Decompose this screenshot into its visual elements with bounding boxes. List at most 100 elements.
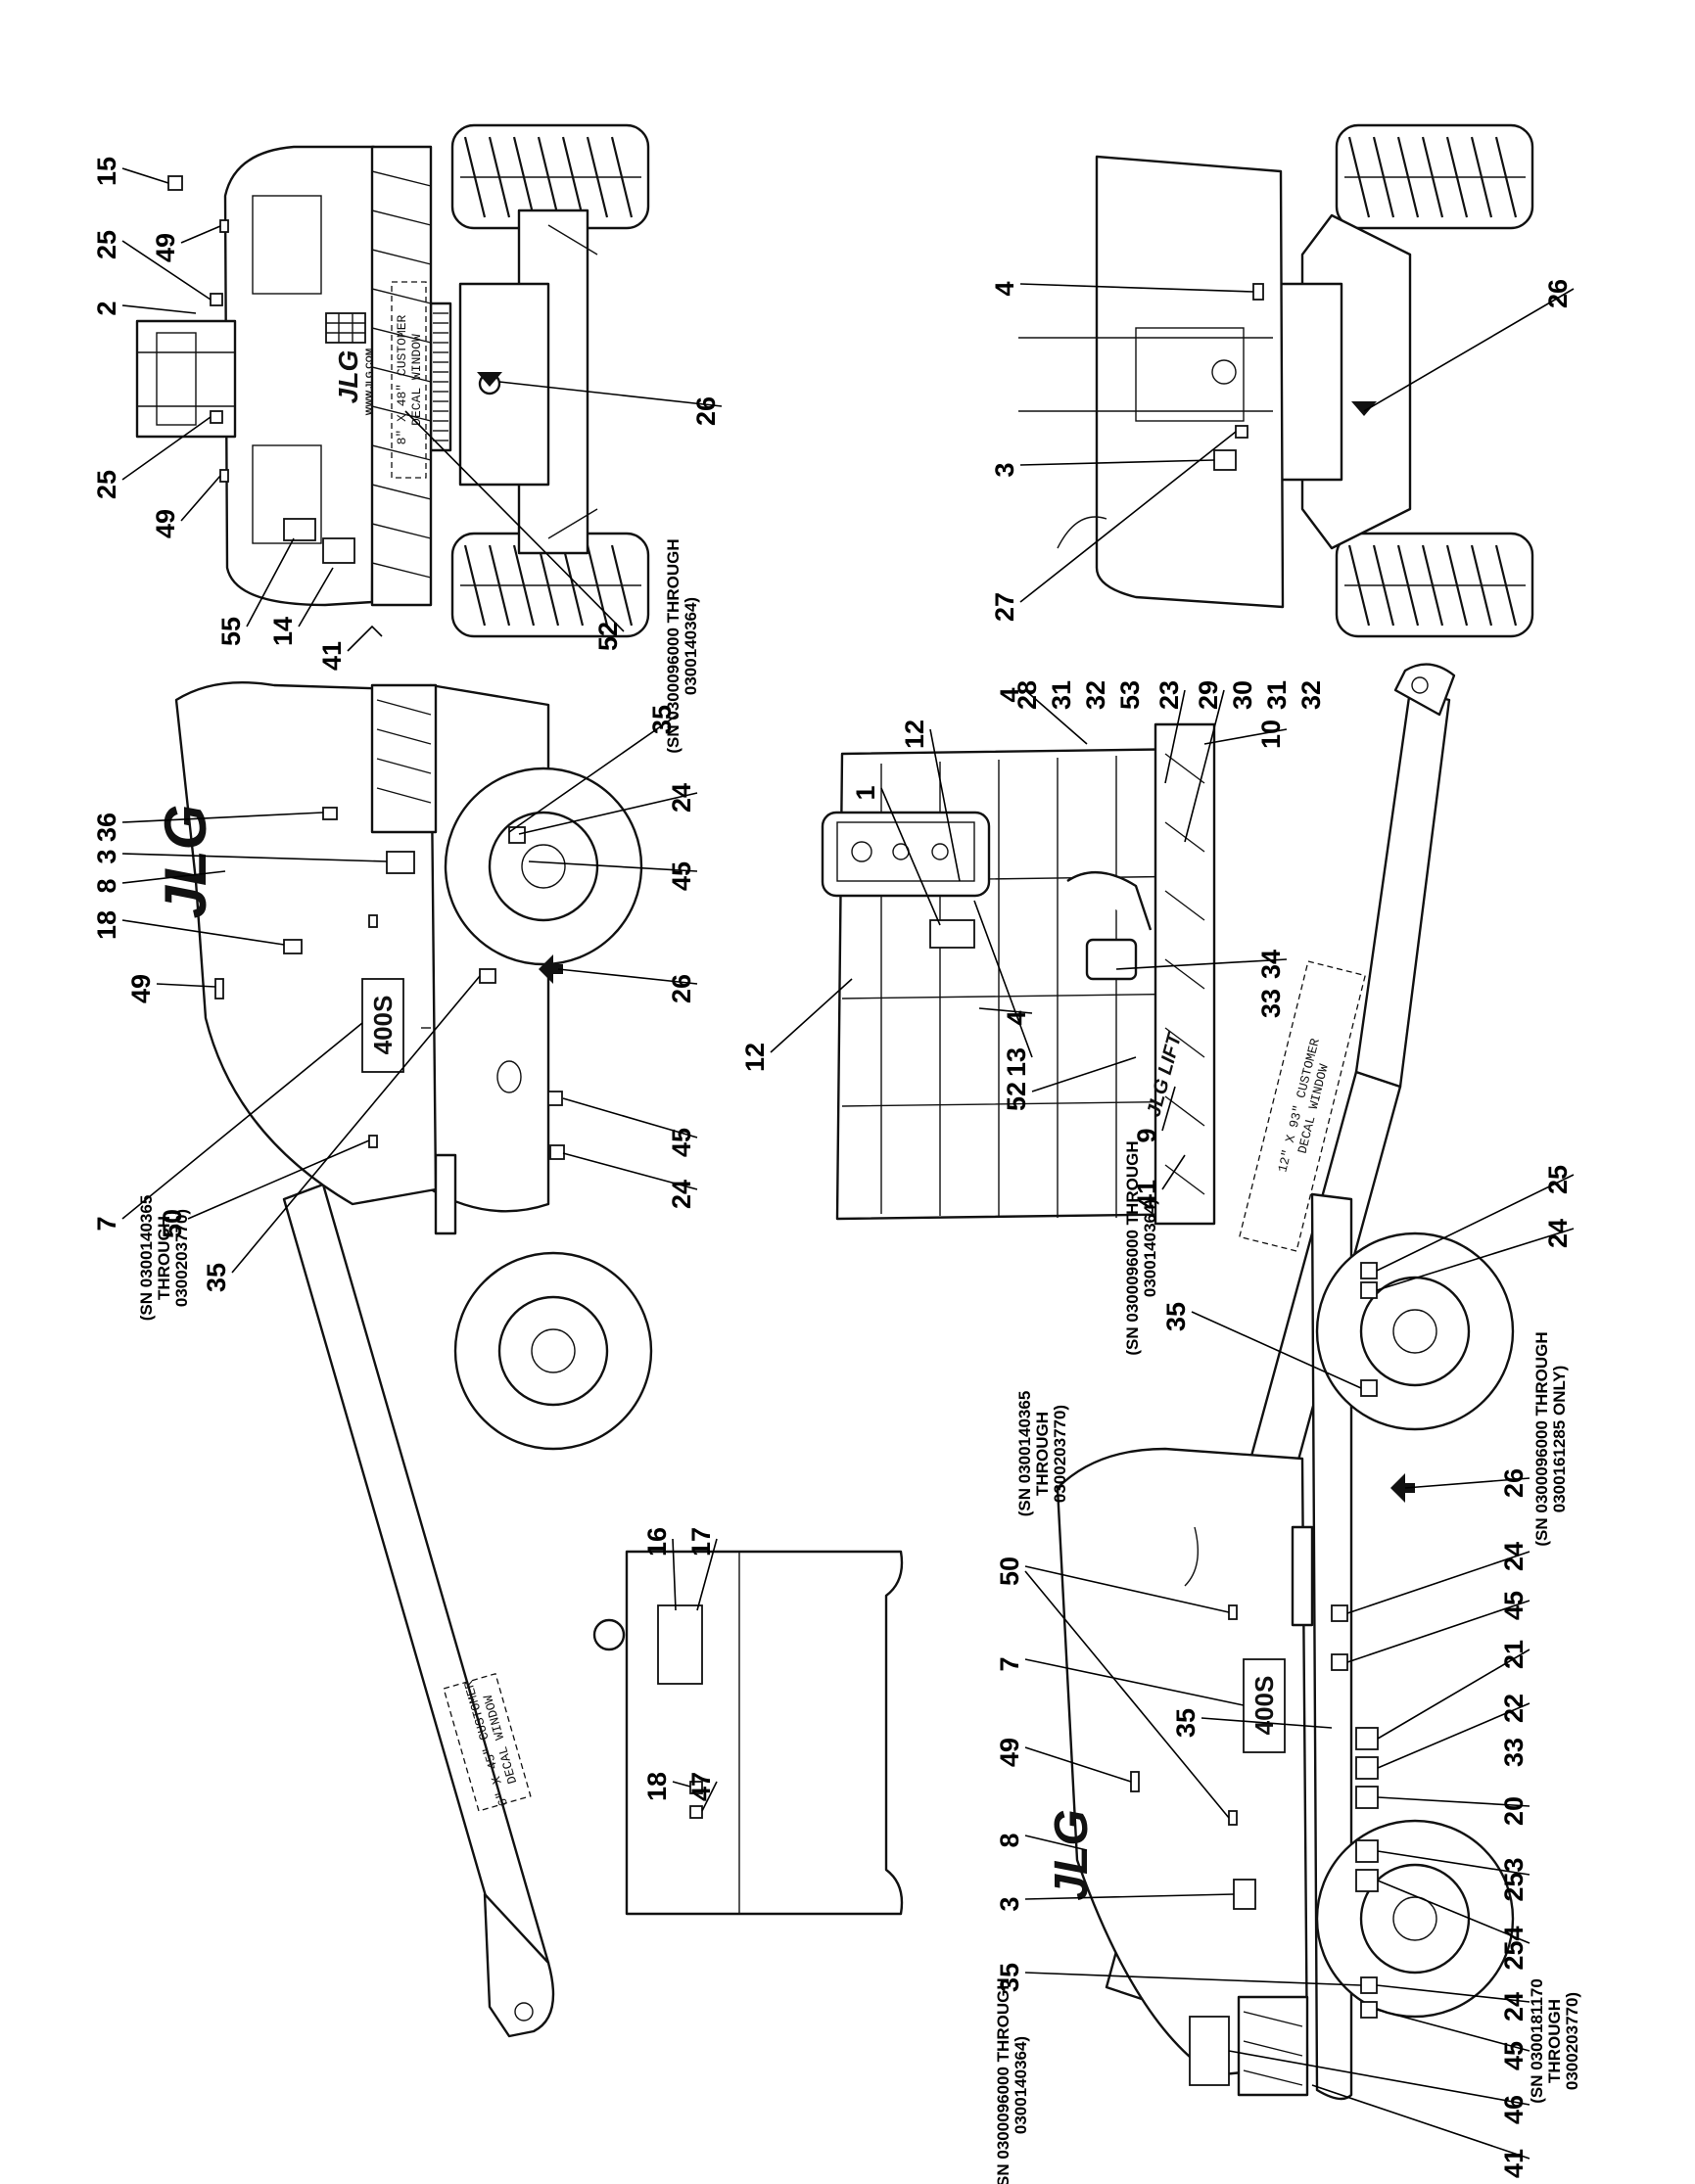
callout-18: 18 [642, 1772, 672, 1801]
right-boom-upper [1354, 688, 1451, 1089]
callout-32: 32 [1296, 680, 1326, 710]
front-view-left-tire [1335, 123, 1534, 230]
callout-26: 26 [667, 974, 696, 1003]
decal-45-right [1331, 1653, 1348, 1671]
callout-50: 50 [158, 1209, 187, 1238]
callout-9: 9 [1132, 1128, 1161, 1142]
callout-49: 49 [126, 974, 156, 1003]
decal-55 [283, 518, 316, 541]
decal-16-17-panel [657, 1604, 703, 1685]
decal-22-right [1355, 1756, 1379, 1780]
serial-note-line: THROUGH [155, 1216, 173, 1300]
decal-253-right [1355, 1839, 1379, 1863]
right-turntable-bearing [1291, 1525, 1314, 1627]
leader-lines [121, 167, 1575, 2160]
rear-view: 8" X 48" CUSTOMER DECAL WINDOW JLG WWW.J… [135, 123, 650, 638]
platform-footswitch-cable [1066, 870, 1153, 931]
callout-24: 24 [1499, 1542, 1529, 1571]
callout-32: 32 [1081, 680, 1110, 710]
callout-12: 12 [900, 720, 929, 749]
callout-7: 7 [92, 1216, 121, 1231]
decal-45-left [547, 1091, 563, 1106]
callout-52: 52 [593, 622, 623, 651]
callout-33: 33 [1256, 989, 1286, 1018]
decal-24-right-c [1360, 1976, 1378, 1994]
callout-29: 29 [1194, 680, 1223, 710]
rear-left-panel [252, 195, 322, 295]
callout-25: 25 [1543, 1165, 1573, 1194]
callout-254: 254 [1499, 1926, 1529, 1970]
serial-note-line: (SN 0300096000 THROUGH [994, 1977, 1012, 2184]
right-jlg-logo: JLG [1046, 1809, 1098, 1900]
serial-note-line: (SN 0300096000 THROUGH [664, 538, 683, 753]
callout-1: 1 [851, 785, 880, 800]
decal-45-right-b [1360, 2001, 1378, 2019]
callout-49: 49 [151, 233, 180, 262]
front-turntable [1095, 155, 1285, 609]
serial-note-line: THROUGH [1545, 1999, 1564, 2083]
callout-24: 24 [667, 1180, 696, 1209]
callout-24: 24 [667, 783, 696, 813]
callout-34: 34 [1256, 950, 1286, 979]
decal-46-right [1189, 2016, 1230, 2086]
callout-4: 4 [1002, 1010, 1031, 1025]
decal-49-left [214, 978, 224, 999]
callout-4: 4 [990, 281, 1019, 296]
callout-45: 45 [667, 861, 696, 891]
decal-24-right-b [1360, 1281, 1378, 1299]
callout-26: 26 [691, 396, 721, 426]
right-counterweight [1237, 1995, 1309, 2097]
callout-33: 33 [1499, 1738, 1529, 1767]
callout-25: 25 [92, 470, 121, 499]
serial-note-line: (SN 0300140365 [1015, 1391, 1034, 1517]
serial-note-line: (SN 0300140365 [137, 1195, 156, 1322]
callout-41: 41 [1499, 2149, 1529, 2178]
decal-20-right [1355, 1786, 1379, 1809]
decal-36-left [322, 807, 338, 820]
right-rear-tire [1315, 1819, 1515, 2019]
front-boom-mount [1135, 327, 1245, 422]
callout-16: 16 [642, 1527, 672, 1557]
rear-website-text: WWW.JLG.COM [364, 349, 374, 416]
callout-3: 3 [92, 849, 121, 863]
callout-45: 45 [667, 1128, 696, 1157]
platform-control-box [821, 811, 991, 898]
serial-note-line: 0300140364) [1012, 2036, 1030, 2134]
right-model-badge: 400S [1249, 1676, 1279, 1736]
callout-31: 31 [1262, 680, 1292, 710]
power-module-cap [592, 1618, 626, 1651]
serial-note-line: THROUGH [1033, 1412, 1052, 1496]
left-turntable-bearing [434, 1153, 457, 1235]
callout-52: 52 [1002, 1082, 1031, 1111]
left-boom-decal-window [443, 1672, 532, 1812]
rear-right-panel [252, 444, 322, 544]
callout-25: 25 [92, 230, 121, 259]
serial-note-line: (SN 0300096000 THROUGH [1532, 1331, 1551, 1546]
decal-21-right [1355, 1727, 1379, 1750]
decal-4-front [1252, 283, 1264, 301]
callout-10: 10 [1256, 720, 1286, 749]
decal-26-right-arrow [1390, 1473, 1415, 1503]
callout-12: 12 [740, 1043, 770, 1072]
power-module-view [592, 1550, 904, 1916]
serial-note-line: 0300140364) [682, 597, 700, 695]
callout-24: 24 [1499, 1992, 1529, 2021]
right-front-tire [1315, 1231, 1515, 1431]
callout-49: 49 [995, 1738, 1024, 1767]
rear-jlg-logo: JLG [333, 350, 363, 403]
rear-turntable [223, 145, 376, 607]
callout-30: 30 [1228, 680, 1257, 710]
callout-31: 31 [1047, 680, 1076, 710]
callout-26: 26 [1499, 1468, 1529, 1498]
serial-note-line: 0300203770) [1563, 1992, 1581, 2090]
callout-7: 7 [995, 1656, 1024, 1671]
decal-18-module [689, 1781, 703, 1794]
callout-35: 35 [1171, 1708, 1201, 1738]
